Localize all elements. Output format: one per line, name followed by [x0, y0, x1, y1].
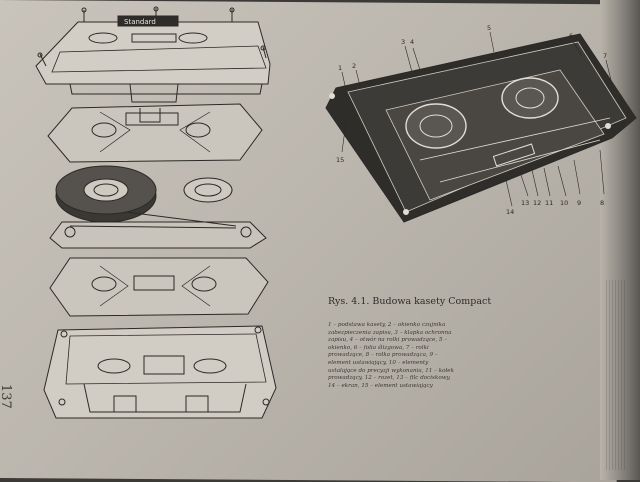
callout-12: 12	[533, 199, 541, 207]
cassette-bottom-housing	[43, 325, 277, 419]
callout-11: 11	[545, 199, 553, 207]
callout-2: 2	[352, 62, 356, 70]
callout-10: 10	[560, 199, 568, 207]
callout-8: 8	[600, 199, 604, 207]
callout-6: 6	[569, 32, 573, 40]
callout-14: 14	[506, 208, 514, 216]
callout-numbers: 1 2 3 4 5 6 7 8 9 10 11 12 13 14 15	[336, 24, 607, 216]
callout-5: 5	[487, 24, 491, 32]
figure-caption-title: Rys. 4.1. Budowa kasety Compact	[328, 296, 492, 307]
slide-foil-sheet-lower	[49, 257, 269, 317]
callout-7: 7	[603, 52, 607, 60]
callout-3: 3	[401, 38, 405, 46]
callout-15: 15	[336, 156, 344, 164]
tape-reels-layer	[49, 165, 267, 249]
callout-1: 1	[338, 64, 342, 72]
assembled-cassette	[325, 33, 637, 223]
cassette-top-cover	[35, 6, 271, 103]
slide-foil-sheet	[47, 103, 263, 163]
callout-9: 9	[577, 199, 581, 207]
cassette-label-text: Standard	[124, 18, 156, 26]
figure-caption-body: 1 – podstawa kasety, 2 – okienko czujnik…	[328, 322, 454, 389]
page-number: 137	[0, 384, 13, 409]
page-stack-lines	[606, 280, 626, 470]
callout-leaders	[341, 31, 613, 207]
callout-13: 13	[521, 199, 529, 207]
callout-4: 4	[410, 38, 414, 46]
